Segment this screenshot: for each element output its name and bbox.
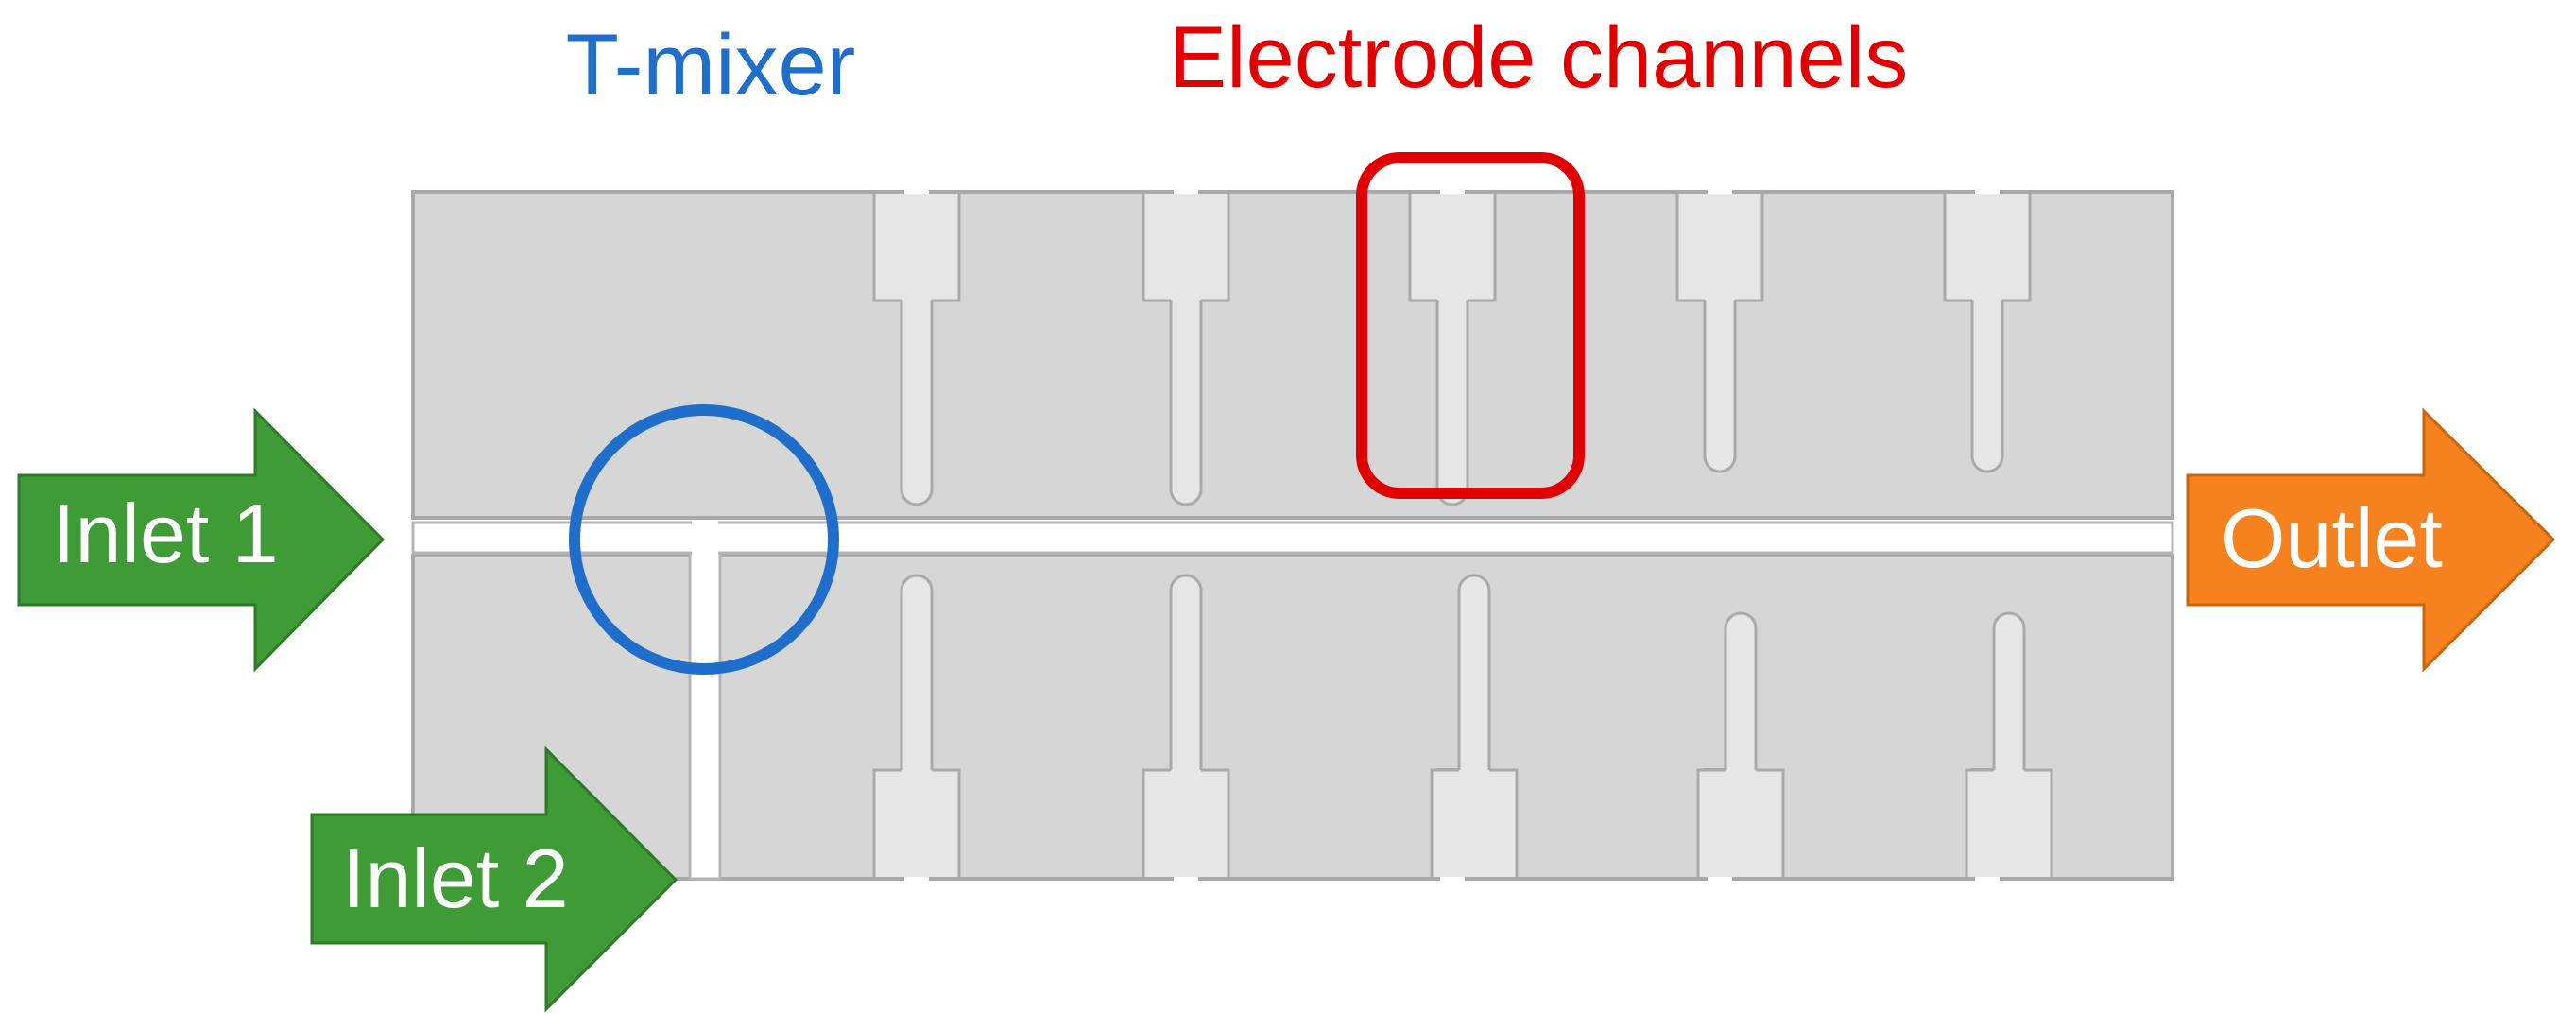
main-channel <box>411 521 2174 555</box>
top-electrode-pad-edge <box>1142 194 1230 302</box>
bottom-electrode-pad-edge <box>1696 768 1785 877</box>
top-electrode-pad <box>1410 194 1495 300</box>
bottom-electrode-pad <box>1966 770 2052 877</box>
top-electrode-stem <box>1970 300 2004 473</box>
top-electrode-pad-edge <box>872 194 961 302</box>
bottom-electrode-pad-edge <box>1430 768 1519 877</box>
bottom-electrode-row <box>872 574 2053 877</box>
t-mixer-branch-channel <box>688 551 722 881</box>
channel-junction-cover <box>692 520 718 557</box>
bottom-electrode-pad-edge <box>872 768 961 877</box>
electrode-channels-title: Electrode channels <box>1169 9 1909 106</box>
outlet-label: Outlet <box>2221 491 2443 585</box>
top-electrode-stem <box>1169 300 1203 506</box>
t-mixer-title: T-mixer <box>566 17 856 113</box>
top-electrode-pad <box>874 194 959 300</box>
inlet2-label: Inlet 2 <box>342 832 569 925</box>
bottom-electrode-pad <box>874 770 959 877</box>
bottom-electrode-pad-edge <box>1965 768 2053 877</box>
inlet2-arrow <box>310 746 678 1013</box>
bottom-electrode-stem <box>1457 574 1491 770</box>
top-electrode-pad-edge <box>1943 194 2032 302</box>
top-electrode-pad <box>1143 194 1228 300</box>
top-electrode-pad <box>1677 194 1762 300</box>
bottom-electrode-pad <box>1432 770 1517 877</box>
top-electrode-stem <box>1435 300 1469 506</box>
top-electrode-stem <box>1703 300 1737 473</box>
top-electrode-pad <box>1945 194 2030 300</box>
top-electrode-stem <box>900 300 934 506</box>
inlet1-label: Inlet 1 <box>52 487 279 580</box>
top-electrode-pad-edge <box>1675 194 1764 302</box>
top-electrode-row <box>872 194 2032 506</box>
bottom-electrode-pad <box>1143 770 1228 877</box>
chip-upper-block <box>411 190 2174 520</box>
t-mixer-highlight-circle <box>569 404 839 675</box>
chip-lower-block <box>411 554 2174 881</box>
top-electrode-pad-edge <box>1408 194 1497 302</box>
outlet-arrow <box>2186 407 2556 673</box>
bottom-electrode-stem <box>1724 611 1758 770</box>
electrode-channel-highlight-box <box>1356 152 1585 499</box>
bottom-electrode-stem <box>900 574 934 770</box>
bottom-electrode-stem <box>1169 574 1203 770</box>
bottom-electrode-stem <box>1992 611 2026 770</box>
inlet1-arrow <box>17 407 386 673</box>
bottom-electrode-pad <box>1698 770 1783 877</box>
bottom-electrode-pad-edge <box>1142 768 1230 877</box>
